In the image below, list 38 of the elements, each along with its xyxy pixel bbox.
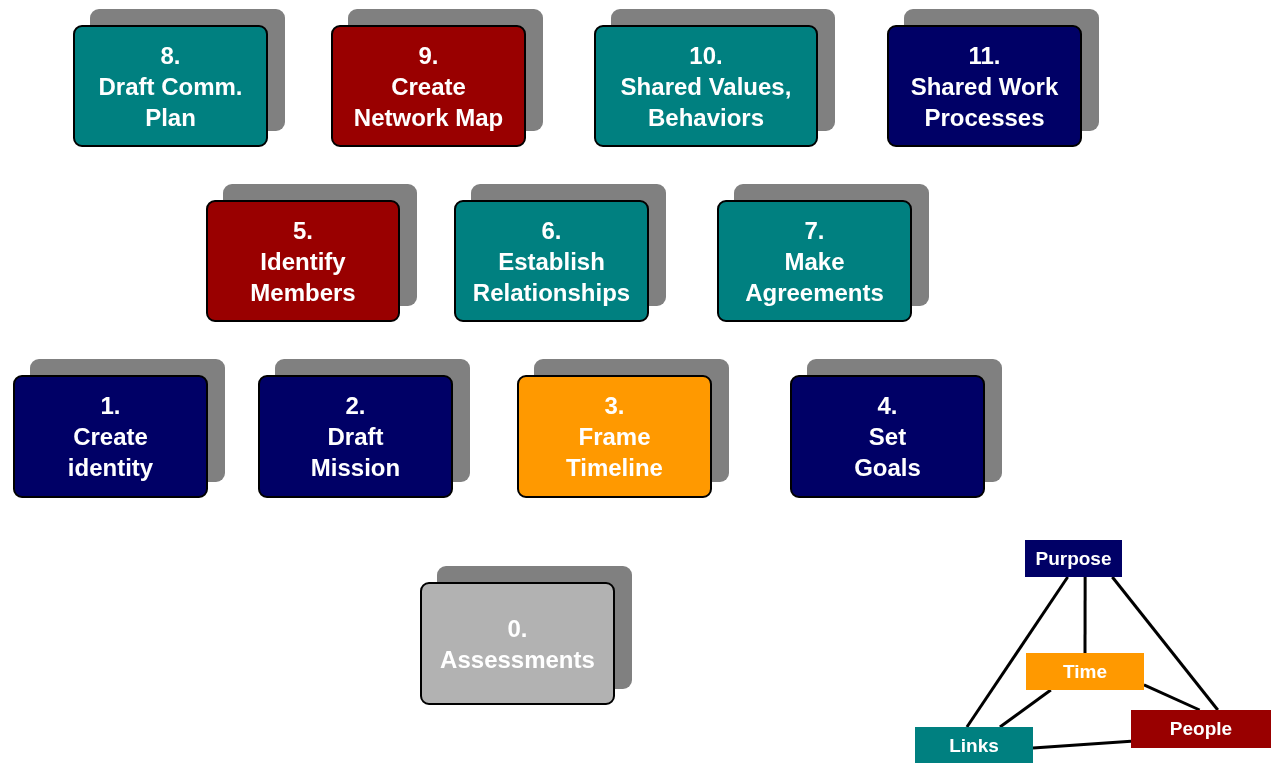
step-title: Set Goals (853, 422, 922, 483)
step-title: Identify Members (249, 246, 357, 308)
step-number: 2. (345, 391, 366, 421)
step-title: Shared Work Processes (909, 71, 1060, 133)
step-number: 10. (689, 40, 723, 71)
connector-line (1083, 577, 1087, 653)
step-title: Make Agreements (744, 246, 885, 308)
step-number: 1. (100, 391, 121, 421)
step-number: 4. (877, 391, 898, 421)
step-number: 3. (604, 391, 625, 421)
step-title: Draft Comm. Plan (97, 71, 244, 133)
step-number: 9. (418, 40, 439, 71)
label-text: People (1169, 718, 1233, 740)
label-text: Links (949, 734, 999, 757)
connector-line (965, 576, 1069, 728)
step-number: 0. (507, 613, 528, 644)
step-title: Frame Timeline (565, 422, 664, 483)
step-title: Establish Relationships (471, 246, 632, 308)
label-box (1026, 653, 1144, 690)
step-number: 7. (804, 215, 825, 246)
step-number: 5. (293, 215, 313, 246)
label-text: Time (1063, 660, 1107, 683)
label-text: Purpose (1035, 547, 1112, 570)
step-number: 6. (541, 215, 562, 246)
connector-line (1143, 683, 1201, 712)
connector-line (1111, 576, 1219, 711)
step-number: 11. (968, 40, 1001, 71)
step-title: Create identity (66, 422, 155, 483)
step-number: 8. (160, 40, 181, 71)
step-title: Draft Mission (309, 422, 402, 483)
step-title: Create Network Map (352, 71, 505, 133)
label-box (915, 727, 1033, 763)
label-box (1025, 540, 1122, 577)
step-title: Assessments (439, 644, 596, 675)
label-box (1131, 710, 1271, 748)
step-title: Shared Values, Behaviors (619, 71, 793, 133)
connector-line (1032, 739, 1132, 750)
connector-line (999, 688, 1052, 729)
